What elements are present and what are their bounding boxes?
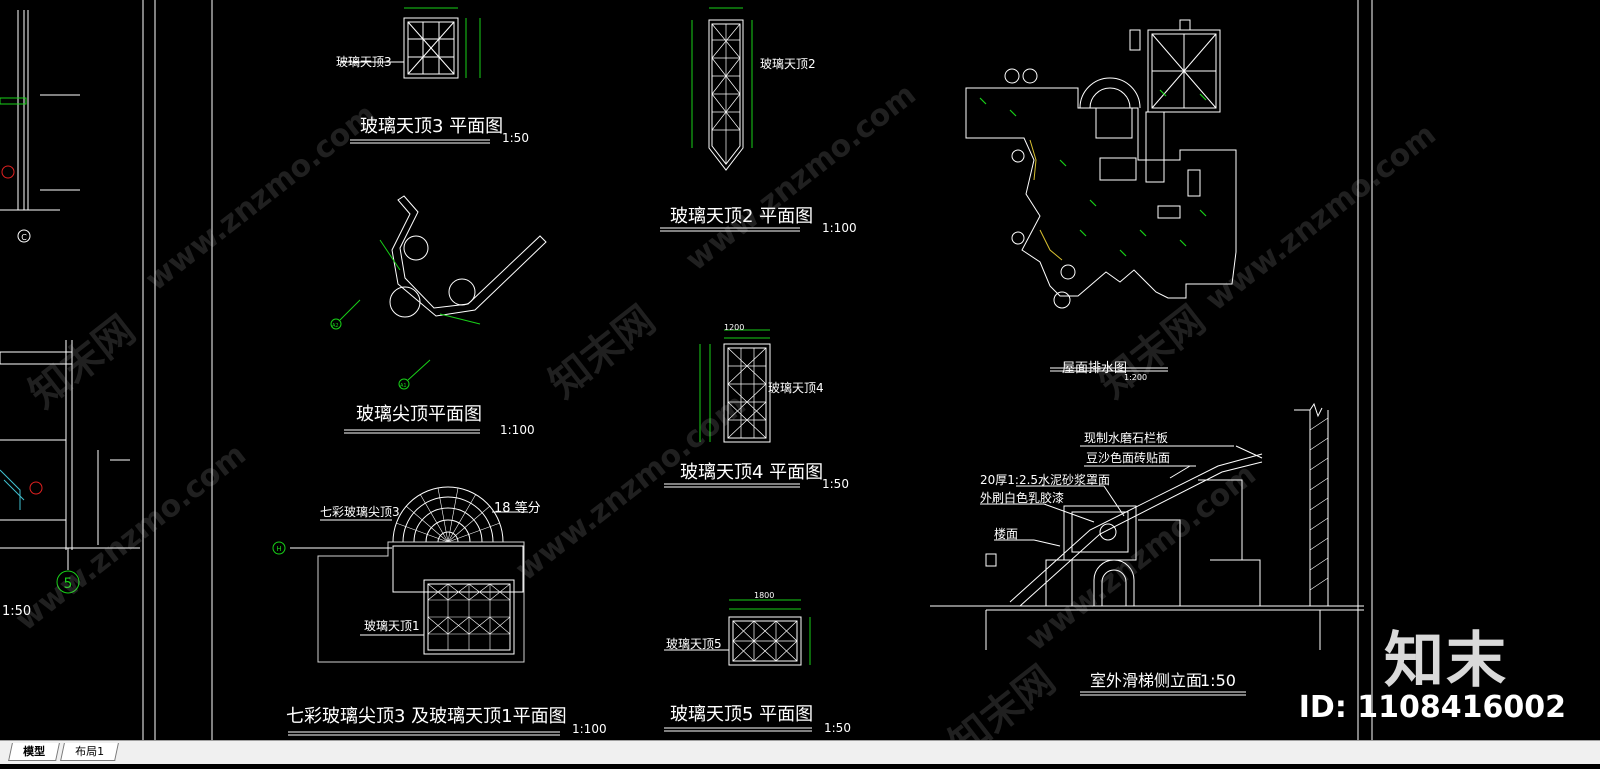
skylight2-plan-drawing — [660, 7, 800, 232]
tab-layout1-label: 布局1 — [75, 745, 105, 758]
grid-mark-a2: A2 — [332, 323, 339, 329]
skylight3-plan-drawing — [340, 7, 490, 144]
title-skylight3-plan: 玻璃天顶3 平面图 — [360, 116, 503, 137]
title-skylight2-plan: 玻璃天顶2 平面图 — [670, 206, 813, 227]
grid-mark-c: C — [21, 233, 27, 242]
slide-note-floor: 楼面 — [994, 526, 1018, 541]
label-skylight1: 玻璃天顶1 — [364, 619, 420, 633]
scale-skylight5: 1:50 — [824, 721, 851, 735]
label-divide: 18 等分 — [494, 500, 541, 516]
scale-skylight2: 1:100 — [822, 221, 857, 235]
title-slide-elevation: 室外滑梯侧立面 — [1090, 671, 1202, 690]
label-skylight3: 玻璃天顶3 — [336, 55, 392, 69]
sheet-borders — [142, 0, 1373, 740]
grid-mark-a1: A1 — [400, 383, 407, 389]
roof-drain-drawing — [965, 19, 1237, 372]
tab-layout1[interactable]: 布局1 — [60, 743, 119, 761]
grid-mark-5: 5 — [64, 576, 73, 592]
scale-skylight4: 1:50 — [822, 477, 849, 491]
title-skylight5-plan: 玻璃天顶5 平面图 — [670, 704, 813, 725]
title-roof-drain: 屋面排水图 — [1062, 361, 1127, 376]
layout-tab-bar: 模型 布局1 — [0, 740, 1600, 764]
label-skylight5: 玻璃天顶5 — [666, 637, 722, 651]
slide-note-tile: 豆沙色面砖贴面 — [1086, 450, 1170, 465]
grid-circle-5 — [56, 570, 80, 594]
spire-plan-drawing — [330, 195, 547, 434]
slide-note-railing: 现制水磨石栏板 — [1084, 430, 1168, 445]
skylight5-plan-drawing — [664, 599, 812, 732]
label-rainbow3: 七彩玻璃尖顶3 — [320, 505, 400, 519]
scale-roof: 1:200 — [1124, 373, 1147, 382]
scale-rainbow: 1:100 — [572, 722, 607, 736]
rainbow-plan-drawing — [288, 486, 560, 736]
brand-logo: 知末 — [1384, 626, 1508, 696]
label-skylight2: 玻璃天顶2 — [760, 57, 816, 71]
brand-id: ID: 1108416002 — [1298, 690, 1566, 725]
title-spire-plan: 玻璃尖顶平面图 — [356, 404, 482, 425]
grid-mark-h: H — [276, 545, 281, 553]
tab-model-label: 模型 — [23, 745, 46, 758]
skylight4-plan-drawing — [664, 329, 800, 488]
scale-left: 1:50 — [2, 604, 31, 619]
label-skylight4: 玻璃天顶4 — [768, 381, 824, 395]
slide-note-paint: 外刷白色乳胶漆 — [980, 490, 1064, 505]
tab-model[interactable]: 模型 — [8, 743, 60, 761]
scale-spire: 1:100 — [500, 423, 535, 437]
grid-circle-h — [272, 541, 286, 555]
title-skylight4-plan: 玻璃天顶4 平面图 — [680, 462, 823, 483]
dim-skylight4-width: 1200 — [724, 323, 744, 332]
cad-drawing-canvas[interactable]: C 5 1:50 玻璃天顶3 玻璃天顶3 平面图 1:50 玻璃天顶2 玻璃天顶… — [0, 0, 1600, 740]
scale-skylight3: 1:50 — [502, 131, 529, 145]
dim-skylight5-width: 1800 — [754, 591, 774, 600]
slide-note-mortar: 20厚1:2.5水泥砂浆罩面 — [980, 472, 1110, 487]
scale-slide: 1:50 — [1200, 671, 1236, 690]
slide-elevation-drawing — [930, 402, 1364, 696]
left-section-drawing — [0, 10, 140, 570]
title-rainbow-plan: 七彩玻璃尖顶3 及玻璃天顶1平面图 — [286, 706, 567, 727]
